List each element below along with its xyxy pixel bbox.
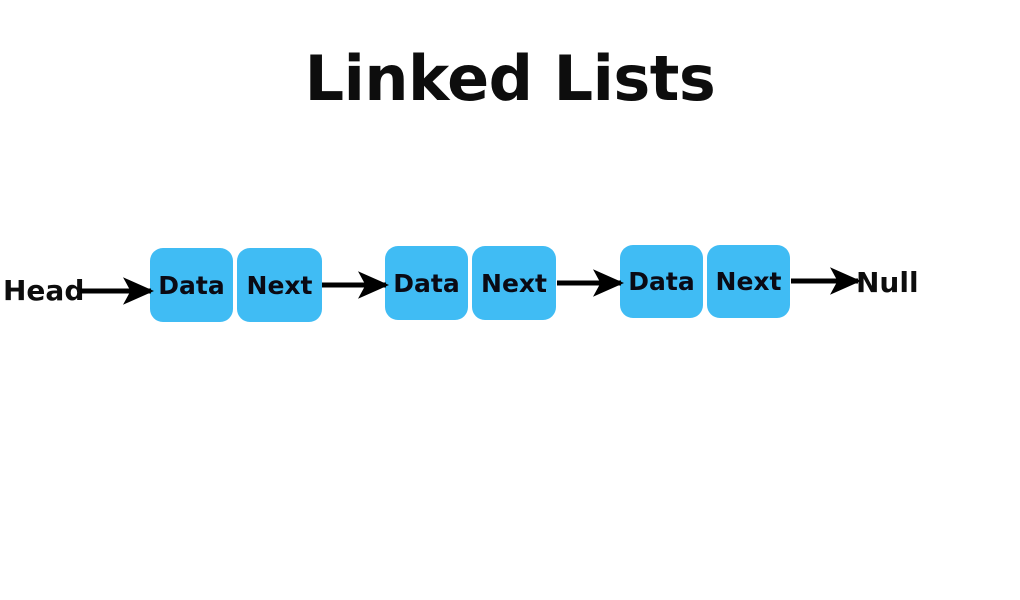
list-node-1: Data Next xyxy=(150,248,322,322)
node-1-next-cell: Next xyxy=(237,248,322,322)
page-title: Linked Lists xyxy=(304,42,716,115)
list-node-3: Data Next xyxy=(620,245,790,318)
node-2-next-cell: Next xyxy=(472,246,556,320)
node-3-data-cell: Data xyxy=(620,245,703,318)
node-2-data-cell: Data xyxy=(385,246,468,320)
node-1-data-cell: Data xyxy=(150,248,233,322)
node-3-next-cell: Next xyxy=(707,245,790,318)
list-node-2: Data Next xyxy=(385,246,556,320)
head-label: Head xyxy=(3,274,85,307)
null-label: Null xyxy=(856,266,919,299)
